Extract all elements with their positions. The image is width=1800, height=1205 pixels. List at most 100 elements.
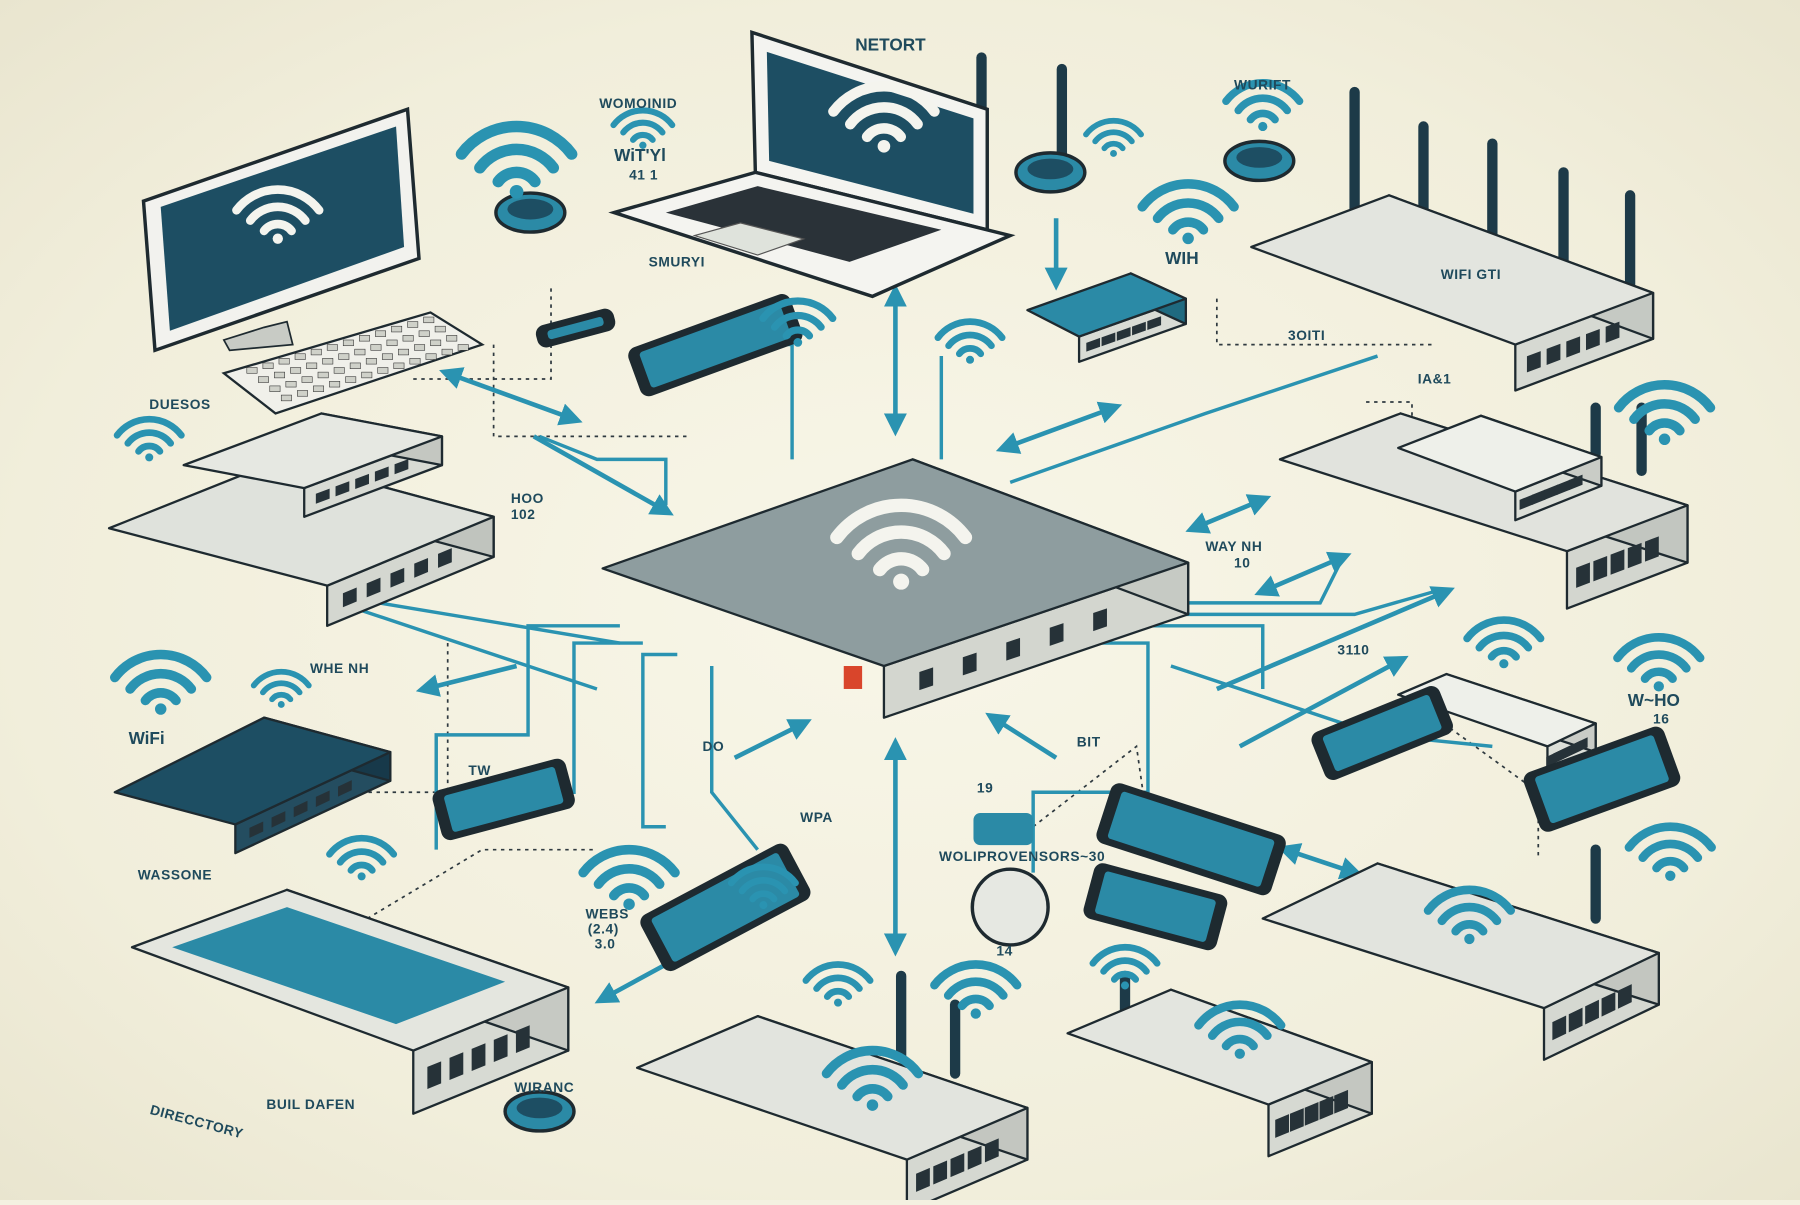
wifi-logo-icon [828, 81, 940, 153]
ethernet-port [1526, 351, 1541, 373]
chip-icon [973, 812, 1034, 846]
keyboard-key [349, 362, 361, 369]
bidirectional-arrow [1277, 843, 1364, 880]
wifi-arc [1624, 822, 1716, 852]
wifi-arc [1644, 418, 1685, 436]
small-modem-top [1026, 272, 1187, 363]
ethernet-port [962, 652, 977, 676]
wifi-arc [851, 525, 951, 561]
label-right-mid: WAY NH [1205, 539, 1262, 554]
network-cable [355, 606, 598, 691]
ethernet-port [1546, 343, 1561, 365]
label-right-bottom: W~HO [1628, 690, 1680, 710]
ethernet-port [1006, 637, 1021, 661]
keyboard-key [326, 344, 338, 351]
label-left-mid: WHE NH [310, 661, 369, 676]
modem-dark-left [113, 716, 392, 855]
keyboard-key [391, 325, 403, 333]
label-right-bottom-num: 16 [1653, 711, 1669, 726]
keyboard-key [246, 367, 258, 374]
ethernet-port [1086, 337, 1101, 352]
ethernet-port [1566, 336, 1581, 358]
wifi-dot [623, 898, 635, 910]
wifi-arc [474, 143, 560, 174]
label-top-left-wifi: WOMOINID [599, 96, 677, 111]
keyboard-key [278, 358, 290, 365]
wifi-arc [124, 429, 175, 447]
wifi-arc [1437, 902, 1502, 926]
wifi-arc [1101, 140, 1126, 152]
wifi-icon [326, 834, 398, 881]
wifi-arc [1246, 109, 1279, 124]
ethernet-port [1334, 1089, 1349, 1114]
wifi-arc [140, 688, 181, 706]
wifi-icon [113, 415, 185, 462]
ethernet-port [366, 577, 381, 598]
keyboard-key [313, 385, 325, 392]
wifi-arc [813, 974, 863, 992]
device-top [1397, 672, 1597, 748]
wifi-arc [336, 848, 387, 866]
wifi-arc [269, 691, 294, 703]
wifi-arc [830, 498, 973, 545]
ethernet-port [515, 1025, 530, 1053]
wifi-logo-icon [1194, 1000, 1286, 1059]
network-cable [757, 342, 794, 460]
label-badge-num: 14 [996, 943, 1012, 958]
ethernet-port [471, 1043, 486, 1071]
wifi-arc [1451, 920, 1488, 936]
wifi-arc [945, 331, 995, 350]
wifi-icon [1624, 822, 1716, 881]
laptop-keyboard [665, 186, 942, 262]
ethernet-port [1576, 562, 1590, 588]
device-top [1066, 988, 1373, 1106]
wifi-arc [250, 668, 312, 689]
wifi-dot [1658, 433, 1671, 446]
laptop-touchpad [692, 222, 806, 256]
wifi-arc [957, 994, 994, 1011]
label-arrow-right: BIT [1077, 734, 1101, 749]
ethernet-port [1585, 328, 1600, 351]
status-badge-icon [970, 867, 1050, 947]
network-cable [344, 595, 621, 645]
wifi-arc [955, 345, 985, 358]
ethernet-port [1289, 1108, 1304, 1132]
arrow [532, 434, 674, 516]
keyboard-key [423, 316, 435, 324]
wifi-arc [1207, 1017, 1272, 1040]
diagram-title: NETORT [855, 35, 926, 55]
keyboard-key [306, 362, 318, 369]
device-top [107, 458, 495, 587]
wifi-dot [1234, 1048, 1245, 1059]
ethernet-port [1617, 984, 1632, 1009]
label-hub-left-num: 102 [511, 507, 536, 522]
wifi-icon [1083, 117, 1144, 157]
ethernet-port [1544, 484, 1558, 501]
keyboard-key [365, 358, 377, 365]
wifi-arc [1194, 1000, 1286, 1030]
ethernet-port [1593, 555, 1608, 582]
keyboard-key [457, 344, 469, 351]
label-left-side: DUESOS [149, 397, 211, 412]
wifi-arc [1168, 217, 1209, 235]
wifi-dot [1182, 232, 1194, 245]
phone-screen [1107, 791, 1275, 887]
wifi-arc [828, 81, 940, 117]
wifi-arc [1463, 616, 1545, 643]
wifi-arc [837, 1064, 908, 1090]
wifi-arc [1423, 885, 1516, 915]
wifi-arc [245, 202, 310, 225]
wifi-arc [1110, 970, 1140, 983]
wifi-arc [1652, 856, 1689, 873]
wifi-logo-icon [830, 498, 973, 590]
wifi-arc [630, 131, 656, 143]
mobile-device [432, 758, 575, 841]
keyboard-key [361, 371, 373, 379]
keyboard-key [434, 325, 446, 333]
ethernet-port [1568, 474, 1583, 491]
ethernet-port [1519, 494, 1534, 510]
keyboard-key [310, 348, 322, 356]
arrow [1238, 655, 1409, 749]
wifi-dot [639, 141, 647, 149]
